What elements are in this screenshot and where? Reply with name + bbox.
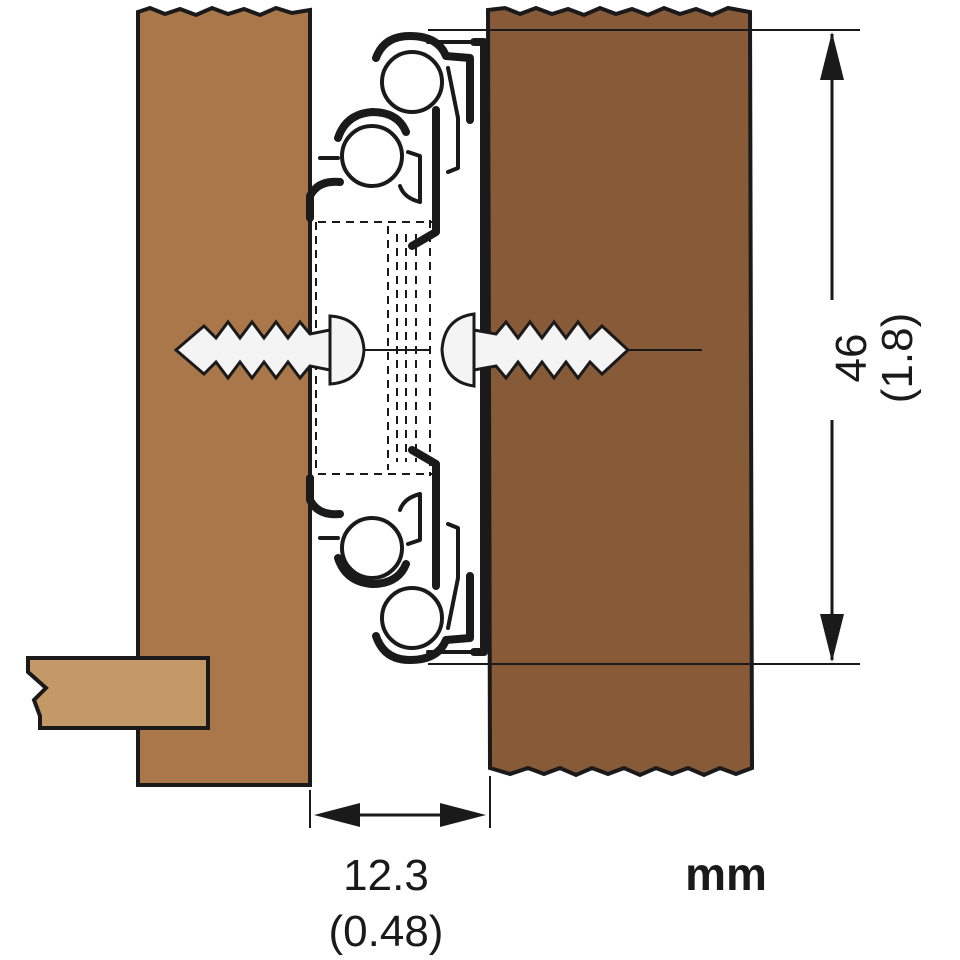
ball-bearing-bottom-outer bbox=[380, 586, 444, 650]
gap-value-mm: 12.3 bbox=[343, 851, 429, 900]
gap-arrow-right bbox=[440, 803, 486, 827]
height-arrow-top bbox=[820, 32, 844, 80]
gap-arrow-left bbox=[314, 803, 360, 827]
ball-bearing-bottom-inner bbox=[340, 516, 404, 580]
unit-label: mm bbox=[685, 848, 767, 900]
gap-dimension bbox=[309, 776, 491, 828]
height-value-mm: 46 bbox=[827, 334, 876, 383]
drawer-bottom-board bbox=[26, 656, 210, 730]
drawer-screw bbox=[173, 314, 430, 386]
drawer-side-panel bbox=[136, 5, 312, 787]
height-value-in: (1.8) bbox=[873, 313, 922, 403]
ball-bearing-top-outer bbox=[380, 50, 444, 114]
ball-bearing-top-inner bbox=[340, 124, 404, 188]
height-arrow-bottom bbox=[820, 614, 844, 662]
gap-value-in: (0.48) bbox=[329, 907, 444, 956]
cabinet-screw bbox=[440, 312, 702, 388]
height-dimension bbox=[428, 29, 860, 665]
cabinet-side-panel bbox=[485, 5, 755, 778]
